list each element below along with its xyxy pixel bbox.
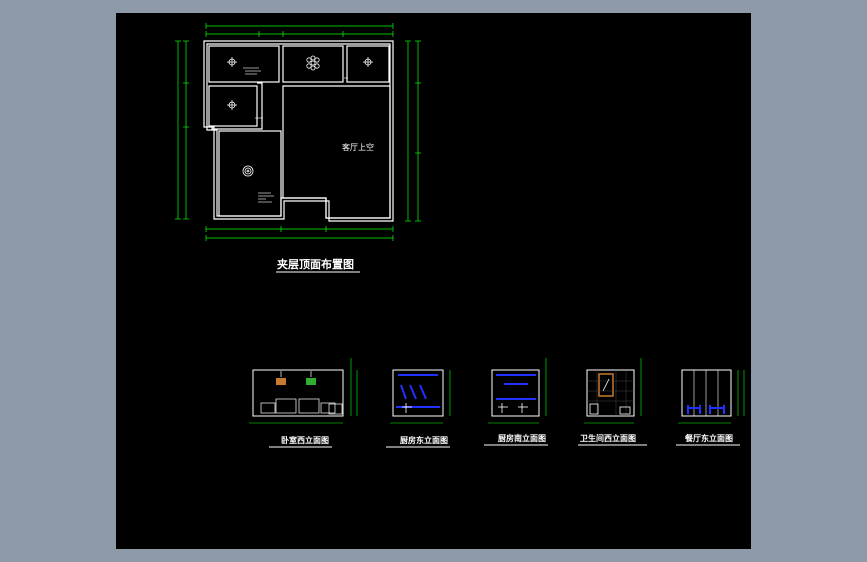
elevation-kitchen-south <box>488 358 547 424</box>
room-top-right <box>346 45 390 83</box>
round-light-icon <box>242 165 254 177</box>
plan-title: 夹层顶面布置图 <box>277 257 354 271</box>
room-top-left <box>208 45 280 83</box>
cad-canvas[interactable]: 客厅上空 夹层顶面布置图 卧室西立面图 <box>116 13 751 549</box>
elevation-bathroom <box>584 358 642 424</box>
plan-outer-wall <box>203 40 394 222</box>
living-space <box>282 85 391 219</box>
elevation-title-kitchen-south: 厨房南立面图 <box>498 433 546 443</box>
room-top-center <box>282 45 344 83</box>
dimension-lines <box>175 23 421 241</box>
room-left-middle <box>208 85 258 127</box>
light-icon <box>227 100 237 110</box>
room-lower-left <box>218 130 282 217</box>
room-label: 客厅上空 <box>342 142 374 152</box>
light-icon <box>227 57 237 67</box>
drawing-svg: 客厅上空 夹层顶面布置图 卧室西立面图 <box>175 23 745 448</box>
elevation-title-bathroom: 卫生间西立面图 <box>580 433 636 443</box>
ceiling-lights <box>227 55 373 177</box>
elevation-title-bedroom: 卧室西立面图 <box>281 435 329 445</box>
plan-notes <box>243 67 348 203</box>
room-l-corridor <box>211 82 263 130</box>
elevation-title-dining: 餐厅东立面图 <box>684 433 733 443</box>
chandelier-icon <box>306 55 320 71</box>
elevation-title-kitchen-east: 厨房东立面图 <box>400 435 448 445</box>
elevation-bedroom <box>249 358 358 424</box>
light-icon <box>363 57 373 67</box>
ceiling-plan <box>203 40 394 222</box>
elevation-kitchen-east <box>390 369 451 424</box>
elevation-dining <box>678 369 745 424</box>
